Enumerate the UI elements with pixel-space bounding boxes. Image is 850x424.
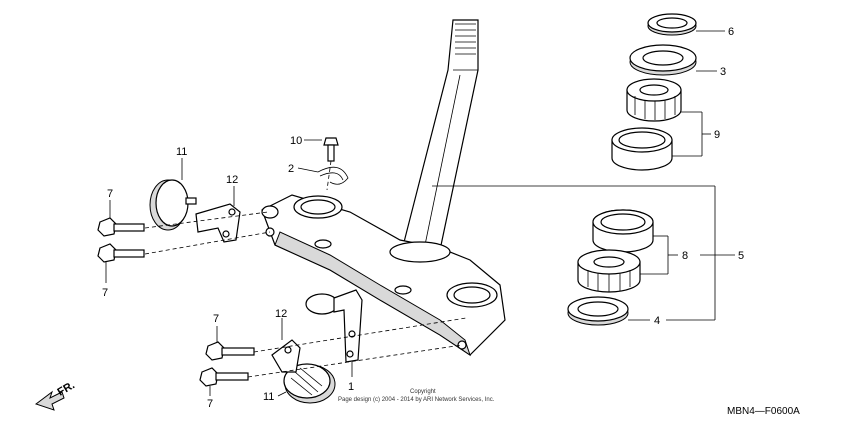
bolt-lower-a xyxy=(205,341,255,361)
bracket-lower xyxy=(271,339,301,373)
leader-lines xyxy=(105,30,735,397)
callout-7-middle: 7 xyxy=(102,287,108,299)
reflector-upper xyxy=(149,179,197,231)
callout-4: 4 xyxy=(654,315,660,327)
bottom-bridge xyxy=(261,194,506,357)
dust-seal xyxy=(629,44,697,76)
hose-clip xyxy=(317,166,349,185)
callout-5: 5 xyxy=(738,250,744,262)
callout-7-lower-b: 7 xyxy=(207,398,213,410)
bolt-upper-b xyxy=(97,243,145,263)
callout-11-lower: 11 xyxy=(263,391,274,403)
hose-guide xyxy=(305,289,363,363)
lower-bearing xyxy=(577,249,641,293)
lower-bearing-race xyxy=(592,209,654,253)
lower-dust-seal xyxy=(567,296,629,326)
callout-6: 6 xyxy=(728,26,734,38)
steering-stem-shaft xyxy=(401,19,479,251)
upper-bearing xyxy=(626,78,682,122)
direction-label: FR. xyxy=(56,379,77,398)
front-direction-arrow: FR. xyxy=(34,379,77,411)
callout-8: 8 xyxy=(682,250,688,262)
copyright-line-2: Page design (c) 2004 - 2014 by ARI Netwo… xyxy=(338,397,495,403)
callout-3: 3 xyxy=(720,66,726,78)
diagram-code: MBN4—F0600A xyxy=(727,406,800,417)
callout-7-lower-a: 7 xyxy=(213,313,219,325)
bracket-upper xyxy=(195,203,241,243)
copyright-line-1: Copyright xyxy=(410,389,436,395)
callout-12-lower: 12 xyxy=(275,308,287,320)
callout-9: 9 xyxy=(714,129,720,141)
upper-bearing-race xyxy=(611,127,673,171)
callout-2: 2 xyxy=(288,163,294,175)
callout-10: 10 xyxy=(290,135,302,147)
callout-12-upper: 12 xyxy=(226,174,238,186)
bolt-lower-b xyxy=(199,367,249,387)
callout-11-upper: 11 xyxy=(176,146,187,158)
bolt-upper-a xyxy=(97,217,145,237)
callout-7-upper: 7 xyxy=(107,188,113,200)
small-bolt xyxy=(323,137,339,162)
lock-nut xyxy=(647,13,697,36)
alignment-lines xyxy=(144,160,467,378)
callout-1: 1 xyxy=(348,381,354,393)
